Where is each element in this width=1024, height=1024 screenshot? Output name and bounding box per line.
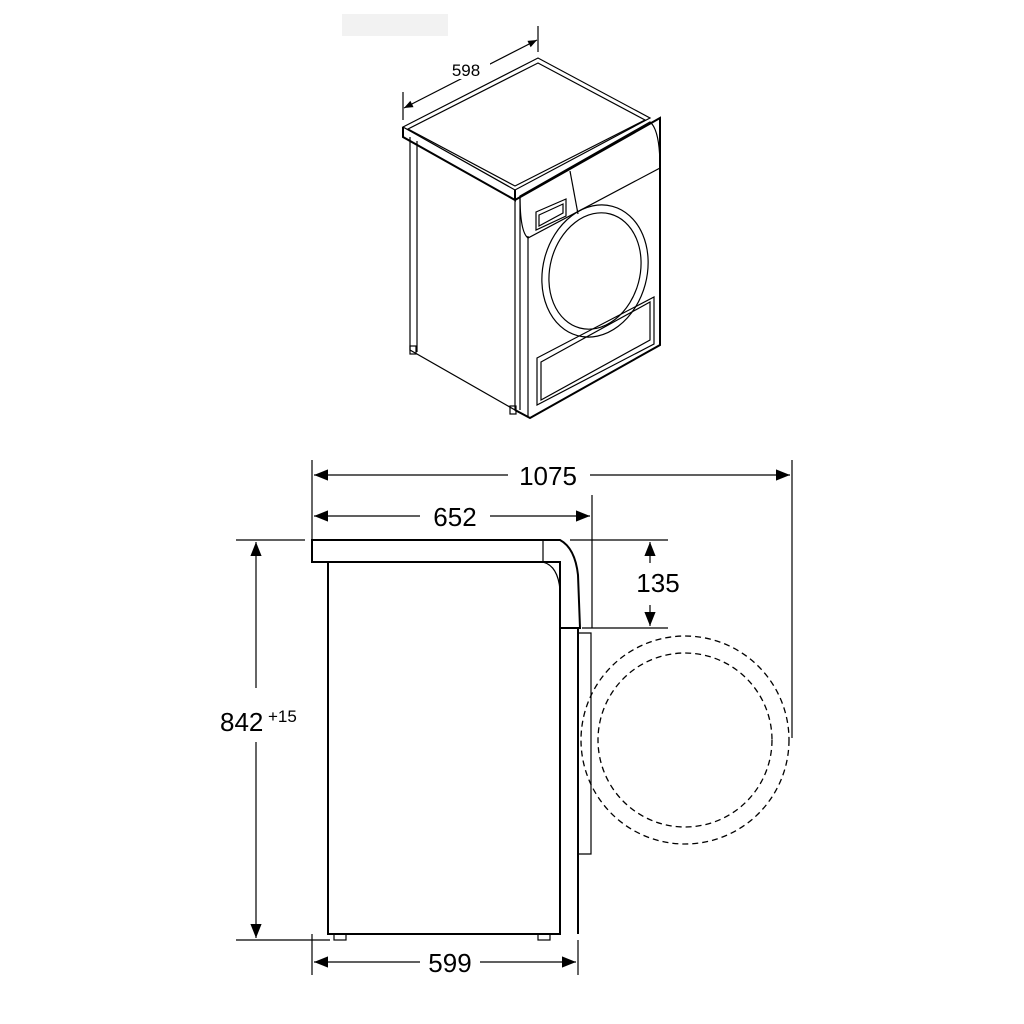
width-label: 599 (428, 948, 471, 978)
control-height-label: 135 (636, 568, 679, 598)
height-label: 842 (220, 707, 263, 737)
faint-label-block (342, 14, 448, 36)
door-swing-inner (597, 652, 773, 828)
isometric-view: 598 (401, 26, 661, 420)
door-swing-outer (580, 635, 790, 845)
top-width-label: 598 (452, 61, 480, 80)
total-depth-label: 1075 (519, 461, 577, 491)
height-tolerance-label: +15 (268, 707, 297, 726)
depth-label: 652 (433, 502, 476, 532)
side-view: 1075 652 135 842 +15 599 (220, 460, 793, 978)
